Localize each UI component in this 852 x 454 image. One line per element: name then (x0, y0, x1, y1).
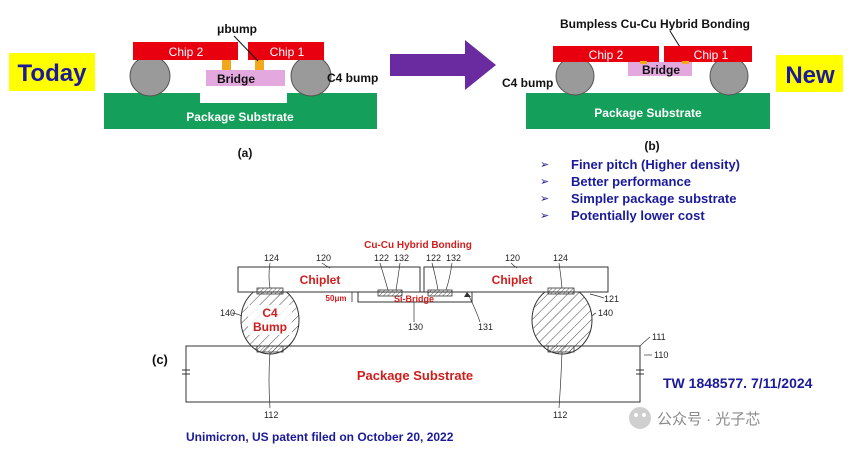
ref-numeral: 121 (604, 294, 619, 304)
bond-pad-b-right (682, 61, 689, 64)
chip1-label-a: Chip 1 (270, 45, 305, 59)
bridge-b (628, 62, 692, 76)
watermark: 公众号 · 光子芯 (629, 407, 760, 429)
chip1-b (664, 46, 752, 62)
c4-label-b: C4 bump (502, 76, 553, 90)
substrate-label-c: Package Substrate (357, 368, 473, 383)
ref-numeral: 112 (264, 410, 278, 420)
new-label: New (785, 62, 835, 89)
chip2-a (133, 42, 238, 60)
ref-numeral: 131 (478, 322, 493, 332)
panel-b: Bumpless Cu-Cu Hybrid Bonding Package Su… (502, 17, 843, 153)
ref-numeral: 140 (598, 308, 613, 318)
chip2-b (553, 46, 659, 62)
bridge-label-a: Bridge (217, 72, 255, 86)
benefit-item: Potentially lower cost (571, 208, 705, 223)
c4-bump-a-right (290, 55, 332, 97)
leader-lines (231, 262, 652, 409)
ref-numeral: 110 (654, 350, 668, 360)
ref-numeral: 130 (408, 322, 423, 332)
transition-arrow-icon (390, 40, 496, 90)
watermark-text: 公众号 · 光子芯 (657, 411, 760, 428)
bullet-arrow-icon: ➢ (540, 176, 549, 188)
ref-numeral: 120 (505, 253, 520, 263)
ref-numeral: 124 (264, 253, 279, 263)
ref-numeral: 132 (446, 253, 461, 263)
today-badge (9, 53, 95, 91)
substrate-label-a: Package Substrate (186, 110, 294, 124)
c4-label-c-line1: C4 (262, 306, 278, 320)
benefits-list: ➢ Finer pitch (Higher density) ➢ Better … (540, 157, 740, 223)
hybrid-pad-right (427, 289, 453, 297)
ubump-a-left (222, 60, 231, 70)
panel-c: (c) Package Substrate C4 Bump Si-Bridge … (152, 240, 668, 420)
ubump-label: μbump (217, 22, 257, 36)
ubump-leader (233, 35, 259, 62)
bullet-arrow-icon: ➢ (540, 159, 549, 171)
bullet-arrow-icon: ➢ (540, 210, 549, 222)
ref-numeral: 112 (553, 410, 567, 420)
chiplet-right-label: Chiplet (492, 273, 533, 287)
ref-numeral: 132 (394, 253, 409, 263)
chip2-label-b: Chip 2 (589, 48, 624, 62)
c4-label-backing (248, 305, 292, 335)
chip1-label-b: Chip 1 (694, 48, 729, 62)
c4-bump-a-left (129, 55, 171, 97)
c4-bump-b-right (709, 56, 749, 96)
benefit-item: Finer pitch (Higher density) (571, 157, 740, 172)
bond-pad-b-left (640, 61, 647, 64)
gap-label: 50μm (326, 294, 347, 303)
chip-pad-right (547, 287, 575, 295)
si-bridge-label: Si-Bridge (394, 294, 434, 304)
chip-pad-left (256, 287, 284, 295)
patent-reference: TW 1848577. 7/11/2024 (663, 375, 813, 391)
hybrid-bonding-label-c: Cu-Cu Hybrid Bonding (364, 240, 472, 251)
pointer-arrow-icon (464, 292, 471, 297)
hybrid-pad-left (377, 289, 403, 297)
package-substrate-c (185, 345, 641, 403)
c4-bump-b-left (555, 56, 595, 96)
c4-label-a: C4 bump (327, 71, 378, 85)
hybrid-bonding-title: Bumpless Cu-Cu Hybrid Bonding (560, 17, 750, 31)
caption-a: (a) (238, 146, 253, 160)
benefit-item: Simpler package substrate (571, 191, 736, 206)
wechat-icon (629, 407, 651, 429)
c4-label-c-line2: Bump (253, 320, 287, 334)
footnote: Unimicron, US patent filed on October 20… (186, 430, 454, 444)
ref-numeral: 111 (652, 332, 666, 342)
new-badge (776, 55, 843, 92)
ref-numeral: 124 (553, 253, 568, 263)
panel-a: Today Package Substrate Chip 2 Chip 1 Br… (9, 22, 378, 160)
bullet-arrow-icon: ➢ (540, 193, 549, 205)
substrate-cavity-a (200, 92, 287, 103)
ubump-a-right (255, 60, 264, 70)
chip2-label-a: Chip 2 (169, 45, 204, 59)
ref-numeral: 122 (374, 253, 389, 263)
caption-c: (c) (152, 352, 168, 367)
ref-numeral: 120 (316, 253, 331, 263)
caption-b: (b) (644, 139, 659, 153)
today-label: Today (18, 60, 88, 87)
benefit-item: Better performance (571, 174, 691, 189)
bridge-label-b: Bridge (642, 63, 680, 77)
ref-numeral: 140 (220, 308, 235, 318)
chiplet-left-label: Chiplet (300, 273, 341, 287)
package-substrate-b (526, 93, 770, 129)
ref-numeral: 122 (426, 253, 441, 263)
chip1-a (248, 42, 324, 60)
c4-bump-c-right (531, 285, 593, 355)
substrate-label-b: Package Substrate (594, 106, 702, 120)
bridge-a (206, 70, 285, 86)
